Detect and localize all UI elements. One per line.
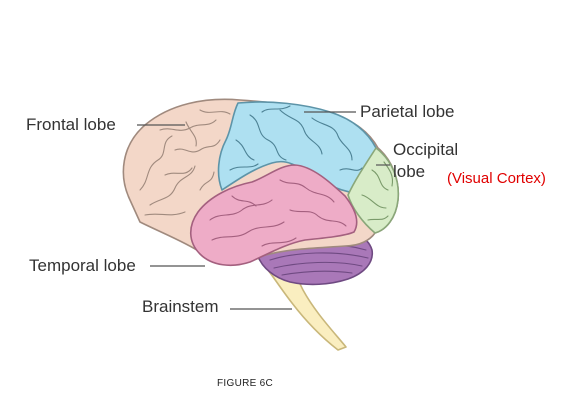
occipital-lobe-region [347,147,400,234]
parietal-lobe-label: Parietal lobe [360,102,455,121]
temporal-lobe-label: Temporal lobe [29,256,136,275]
occipital-lobe-label-line2: lobe [393,162,426,181]
parietal-lobe-folds [229,105,363,171]
leader-lines [137,111,390,310]
temporal-lobe-region [189,164,358,267]
occipital-lobe-folds [361,161,394,221]
occipital-lobe-label-line1: Occipital [393,140,459,159]
figure-caption: FIGURE 6C [217,378,274,389]
visual-cortex-annotation: (Visual Cortex) [447,170,546,187]
frontal-lobe-label: Frontal lobe [26,115,116,134]
frontal-lobe-folds [139,109,231,216]
brainstem-label: Brainstem [142,297,219,316]
temporal-lobe-folds [209,179,347,247]
